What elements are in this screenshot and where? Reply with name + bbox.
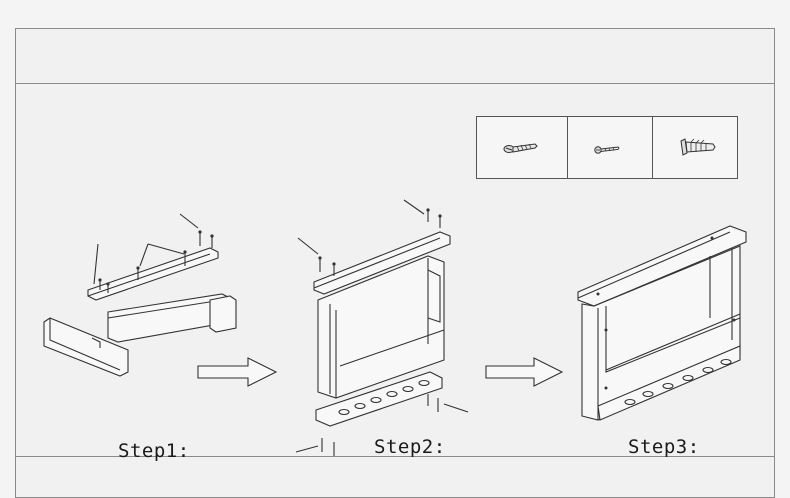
step3-top-board <box>577 225 747 307</box>
step3-drawing <box>577 225 747 421</box>
step1-drawing <box>43 213 237 377</box>
step3-label: Step3: <box>628 436 700 458</box>
step1-label: Step1: <box>118 440 190 462</box>
hardware-table <box>476 116 738 179</box>
step2-screws <box>318 208 442 456</box>
header-band <box>15 28 775 84</box>
hardware-cell-small-screw <box>568 117 653 178</box>
step1-screws <box>98 230 214 293</box>
arrow-right-icon <box>485 357 564 387</box>
wall-anchor-icon <box>680 138 716 156</box>
step2-label: Step2: <box>374 436 446 458</box>
step2-peg-holes <box>338 379 430 416</box>
hardware-cell-wood-screw <box>477 117 568 178</box>
step2-drawing <box>295 199 469 456</box>
step1-side-piece <box>209 295 237 333</box>
small-screw-icon <box>594 146 620 154</box>
wood-screw-icon <box>503 143 538 153</box>
bottom-divider <box>15 456 775 457</box>
step2-bottom-rail <box>315 371 443 427</box>
step3-peg-holes <box>624 358 732 406</box>
hardware-cell-wall-anchor <box>653 117 737 178</box>
arrow-right-icon <box>197 357 278 387</box>
